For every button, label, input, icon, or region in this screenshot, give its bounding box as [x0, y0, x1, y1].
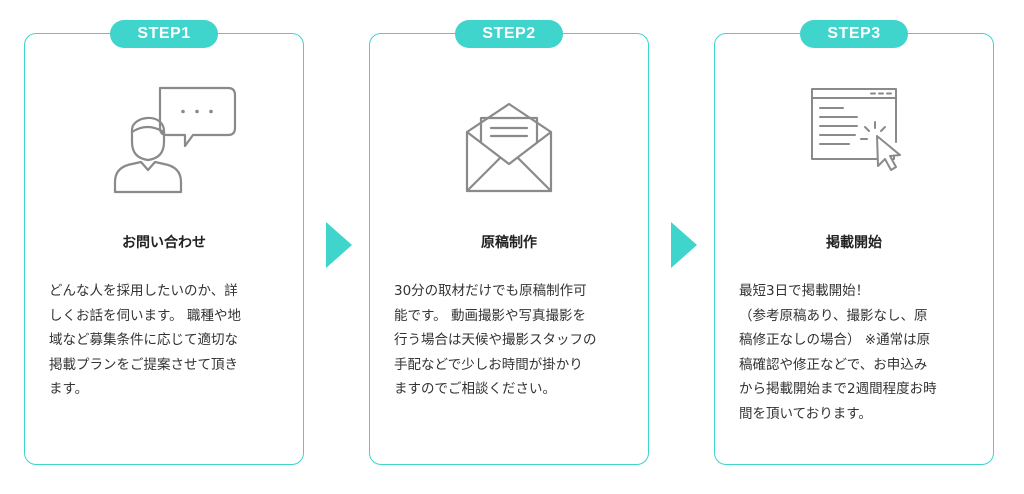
step-title: 掲載開始	[826, 235, 882, 251]
step-badge: STEP3	[800, 20, 908, 48]
step-badge: STEP1	[110, 20, 218, 48]
chevron-right-icon	[326, 222, 352, 268]
chat-person-icon	[89, 84, 239, 194]
envelope-letter-icon	[434, 84, 584, 194]
step-description: 最短3日で掲載開始！ （参考原稿あり、撮影なし、原 稿修正なしの場合） ※通常は…	[739, 283, 937, 422]
step-description: どんな人を採用したいのか、詳 しくお話を伺います。 職種や地 域など募集条件に応…	[49, 283, 241, 397]
step-badge: STEP2	[455, 20, 563, 48]
step-title: 原稿制作	[481, 235, 537, 251]
browser-click-icon	[779, 84, 929, 194]
step-card-3: STEP3 掲載開始 最短3日で掲載開始！ （参考原稿あり、撮影なし、原 稿修正…	[714, 20, 994, 465]
step-description: 30分の取材だけでも原稿制作可 能です。 動画撮影や写真撮影を 行う場合は天候や…	[394, 283, 597, 397]
chevron-right-icon	[671, 222, 697, 268]
step-card-2: STEP2 原稿制作 30分の取材だけでも原稿制作可 能です。 動画撮影や写真撮…	[369, 20, 649, 465]
step-card-1: STEP1 お問い合わせ どんな人を採用したいのか、詳 しくお話を伺います。 職…	[24, 20, 304, 465]
step-title: お問い合わせ	[122, 235, 206, 251]
